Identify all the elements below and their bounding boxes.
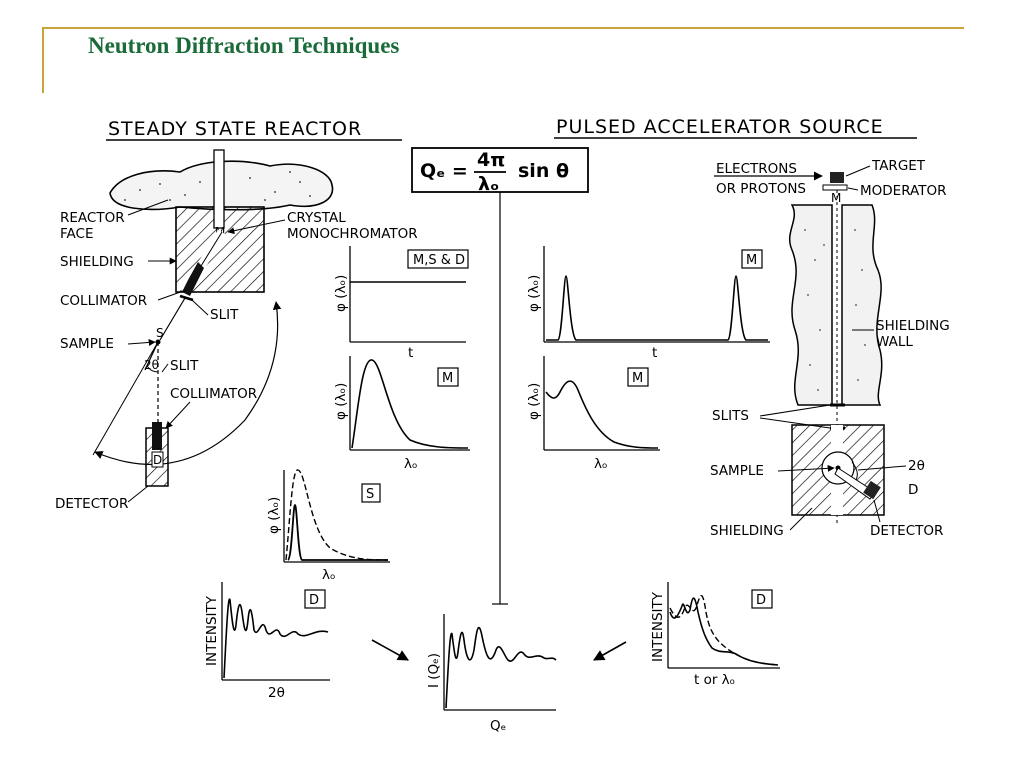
ylabel-steady-flux-lambda: φ (λₒ) — [333, 383, 349, 420]
collimator-2-label: COLLIMATOR — [170, 386, 257, 402]
graph-pulsed-flux-time: M φ (λₒ) t — [526, 246, 770, 361]
xlabel-pulsed-flux-lambda: λₒ — [594, 456, 608, 472]
equation-rhs: sin θ — [518, 160, 569, 182]
ylabel-pulsed-intensity: INTENSITY — [650, 591, 666, 662]
graph-steady-sample: S φ (λₒ) λₒ — [266, 469, 390, 583]
sample-s-label: S — [156, 326, 164, 340]
graph-steady-intensity: D INTENSITY 2θ — [204, 582, 330, 701]
q-equation: Qₑ = 4π λₒ sin θ — [411, 147, 589, 195]
pulsed-sample-label: SAMPLE — [710, 463, 764, 479]
target-block — [830, 172, 844, 183]
ylabel-pulsed-flux-time: φ (λₒ) — [526, 275, 542, 312]
pulsed-shielding-label: SHIELDING — [710, 523, 784, 539]
detector-label: DETECTOR — [55, 496, 128, 512]
collimator-1 — [182, 262, 204, 296]
electrons-label: ELECTRONS — [716, 161, 797, 177]
moderator-label: MODERATOR — [860, 183, 946, 199]
shielding-wall-left — [789, 204, 833, 406]
tag-pulsed-d: D — [756, 593, 766, 608]
slit-2-label: SLIT — [170, 358, 199, 374]
reactor-face-label-2: FACE — [60, 226, 93, 242]
ylabel-combined: I (Qₑ) — [426, 653, 442, 688]
arrow-right-to-combined — [593, 641, 627, 661]
target-label: TARGET — [871, 158, 926, 174]
xlabel-steady-flux-time: t — [408, 345, 413, 361]
tag-pulsed-m: M — [746, 253, 757, 268]
pulsed-heading: PULSED ACCELERATOR SOURCE — [556, 116, 884, 138]
xlabel-steady-intensity: 2θ — [268, 685, 285, 701]
xlabel-steady-sample: λₒ — [322, 567, 336, 583]
shielding-wall-right — [841, 204, 883, 406]
graph-pulsed-flux-lambda: M φ (λₒ) λₒ — [526, 356, 660, 472]
tag-msd: M,S & D — [413, 253, 465, 268]
detector-arc — [94, 301, 282, 466]
equation-numerator: 4π — [477, 149, 505, 171]
moderator-block — [822, 184, 848, 191]
tag-steady-m: M — [442, 371, 453, 386]
shielding-wall-label: SHIELDING — [876, 318, 950, 334]
reactor-face-label: REACTOR — [60, 210, 125, 226]
crystal-label: CRYSTAL — [287, 210, 346, 226]
wall-speckle — [804, 229, 866, 391]
shielding-wall-label-2: WALL — [876, 334, 913, 350]
pulsed-detector-d-label: D — [908, 482, 918, 498]
tag-s: S — [366, 487, 374, 502]
slit-1-label: SLIT — [210, 307, 239, 323]
left-accent-rule — [42, 27, 44, 93]
graph-pulsed-intensity: D INTENSITY t or λₒ — [650, 582, 780, 688]
two-theta-steady: 2θ — [144, 358, 159, 372]
ylabel-steady-intensity: INTENSITY — [204, 595, 220, 666]
pulsed-apparatus: M — [714, 171, 885, 525]
tag-pulsed-m2: M — [632, 371, 643, 386]
top-accent-rule — [42, 27, 964, 29]
graph-combined-iq: I (Qₑ) Qₑ — [426, 614, 557, 734]
arrow-left-to-combined — [371, 639, 409, 661]
sample-label: SAMPLE — [60, 336, 114, 352]
equation-denominator: λₒ — [478, 173, 499, 195]
xlabel-pulsed-flux-time: t — [652, 345, 657, 361]
ylabel-steady-sample: φ (λₒ) — [266, 497, 282, 534]
steady-heading: STEADY STATE REACTOR — [108, 118, 362, 140]
or-protons-label: OR PROTONS — [716, 181, 806, 197]
monochromator-label: MONOCHROMATOR — [287, 226, 418, 242]
shielding-label: SHIELDING — [60, 254, 134, 270]
reactor-speckle — [124, 171, 311, 201]
two-theta-pulsed: 2θ — [908, 458, 925, 474]
graph-steady-flux-lambda: M φ (λₒ) λₒ — [333, 356, 470, 472]
pulsed-detector-block — [863, 480, 881, 500]
ylabel-steady-flux-time: φ (λₒ) — [333, 275, 349, 312]
slits-label: SLITS — [712, 408, 749, 424]
ylabel-pulsed-flux-lambda: φ (λₒ) — [526, 383, 542, 420]
moderator-m-label: M — [831, 191, 841, 205]
beam-tube — [213, 149, 225, 229]
tag-steady-d: D — [309, 593, 319, 608]
incident-beam — [159, 297, 186, 341]
xlabel-combined: Qₑ — [490, 718, 506, 734]
slit-1-mark — [179, 294, 194, 302]
equation-lhs: Qₑ = — [420, 160, 468, 182]
detector-d-label: D — [153, 453, 162, 467]
graph-steady-flux-time: M,S & D φ (λₒ) t — [333, 246, 469, 361]
reactor-apparatus: M D — [92, 149, 334, 487]
collimator-2 — [152, 422, 162, 450]
xlabel-pulsed-intensity: t or λₒ — [694, 672, 735, 688]
pulsed-detector-label: DETECTOR — [870, 523, 943, 539]
xlabel-steady-flux-lambda: λₒ — [404, 456, 418, 472]
collimator-1-label: COLLIMATOR — [60, 293, 147, 309]
slide-title: Neutron Diffraction Techniques — [88, 33, 400, 58]
